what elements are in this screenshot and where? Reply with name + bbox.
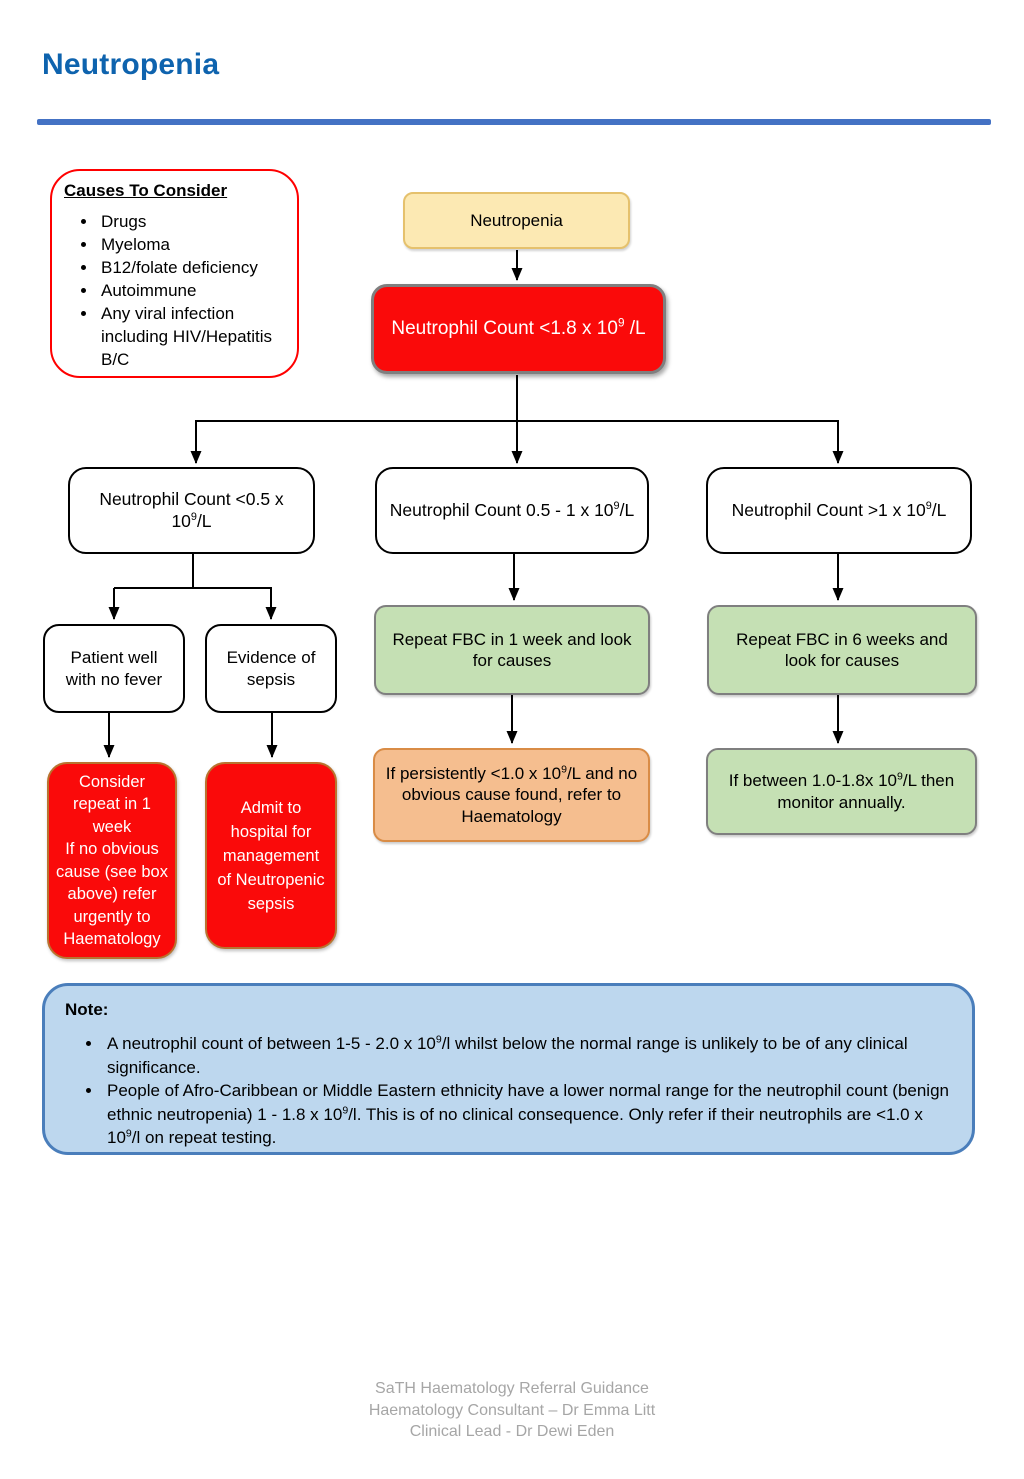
- causes-item: Autoimmune: [98, 279, 285, 302]
- causes-heading: Causes To Consider: [64, 181, 228, 200]
- flow-node-evidence-of-sepsis: Evidence of sepsis: [205, 624, 337, 713]
- causes-item: Drugs: [98, 210, 285, 233]
- footer-line: Haematology Consultant – Dr Emma Litt: [368, 1401, 656, 1419]
- causes-item: Any viral infection including HIV/Hepati…: [98, 302, 285, 371]
- note-item: People of Afro-Caribbean or Middle Easte…: [103, 1079, 952, 1150]
- flow-node-repeat-fbc-1-week: Repeat FBC in 1 week and look for causes: [374, 605, 650, 695]
- causes-item: Myeloma: [98, 233, 285, 256]
- flow-node-neutrophil-lt-1-8: Neutrophil Count <1.8 x 109 /L: [371, 284, 666, 374]
- flow-node-persistent-refer-haematology: If persistently <1.0 x 109/L and no obvi…: [373, 748, 650, 842]
- note-list: A neutrophil count of between 1-5 - 2.0 …: [65, 1032, 952, 1150]
- causes-box: Causes To Consider Drugs Myeloma B12/fol…: [50, 169, 299, 378]
- flow-node-neutropenia-start: Neutropenia: [403, 192, 630, 249]
- note-heading: Note:: [65, 1000, 109, 1019]
- note-item: A neutrophil count of between 1-5 - 2.0 …: [103, 1032, 952, 1079]
- footer-line: Clinical Lead - Dr Dewi Eden: [409, 1423, 615, 1440]
- causes-item: B12/folate deficiency: [98, 256, 285, 279]
- flow-node-admit-to-hospital: Admit to hospital for management of Neut…: [205, 762, 337, 949]
- flow-node-neutrophil-lt-0-5: Neutrophil Count <0.5 x 109/L: [68, 467, 315, 554]
- footer-line: SaTH Haematology Referral Guidance: [375, 1380, 649, 1397]
- flow-node-repeat-fbc-6-weeks: Repeat FBC in 6 weeks and look for cause…: [707, 605, 977, 695]
- flow-node-neutrophil-gt-1: Neutrophil Count >1 x 109/L: [706, 467, 972, 554]
- flow-node-neutrophil-0-5-to-1: Neutrophil Count 0.5 - 1 x 109/L: [375, 467, 649, 554]
- causes-list: Drugs Myeloma B12/folate deficiency Auto…: [64, 210, 285, 371]
- flow-node-patient-well: Patient well with no fever: [43, 624, 185, 713]
- flow-node-monitor-annually: If between 1.0-1.8x 109/L then monitor a…: [706, 748, 977, 835]
- page-title: Neutropenia: [42, 48, 220, 81]
- title-divider: [37, 119, 991, 125]
- note-box: Note: A neutrophil count of between 1-5 …: [42, 983, 975, 1155]
- footer: SaTH Haematology Referral Guidance Haema…: [0, 1378, 1024, 1443]
